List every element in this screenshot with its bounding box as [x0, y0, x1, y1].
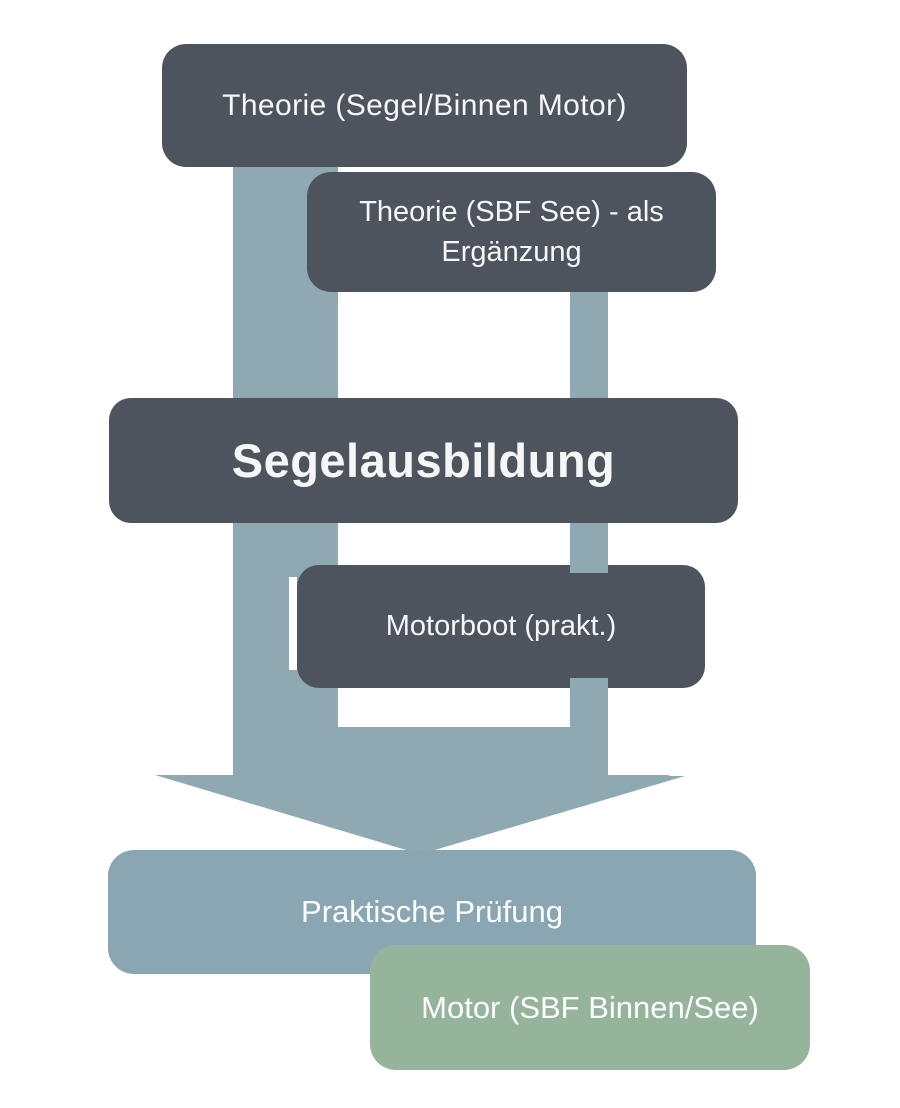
right-arrowhead	[171, 776, 685, 852]
node-label: Motorboot (prakt.)	[385, 610, 617, 642]
node-theorie-segel-binnen-motor: Theorie (Segel/Binnen Motor)	[162, 44, 687, 167]
node-label: Praktische Prüfung	[301, 894, 563, 929]
right-arrow-shaft-upper	[570, 292, 608, 398]
arrow-connector-band	[233, 727, 608, 776]
node-label: Segelausbildung	[231, 434, 616, 487]
node-theorie-sbf-see: Theorie (SBF See) - als Ergänzung	[307, 172, 716, 292]
node-label: Motor (SBF Binnen/See)	[421, 989, 759, 1025]
node-segelausbildung: Segelausbildung	[109, 398, 738, 523]
white-stripe-artifact	[289, 577, 297, 670]
right-arrow-overlap-bottom	[570, 678, 608, 776]
node-label: Theorie (Segel/Binnen Motor)	[222, 88, 627, 122]
right-arrow-overlap-top	[570, 523, 608, 573]
node-motorboot-praktisch: Motorboot (prakt.)	[297, 565, 705, 688]
node-label: Theorie (SBF See) - als Ergänzung	[359, 196, 664, 268]
node-motor-sbf-binnen-see: Motor (SBF Binnen/See)	[370, 945, 810, 1070]
